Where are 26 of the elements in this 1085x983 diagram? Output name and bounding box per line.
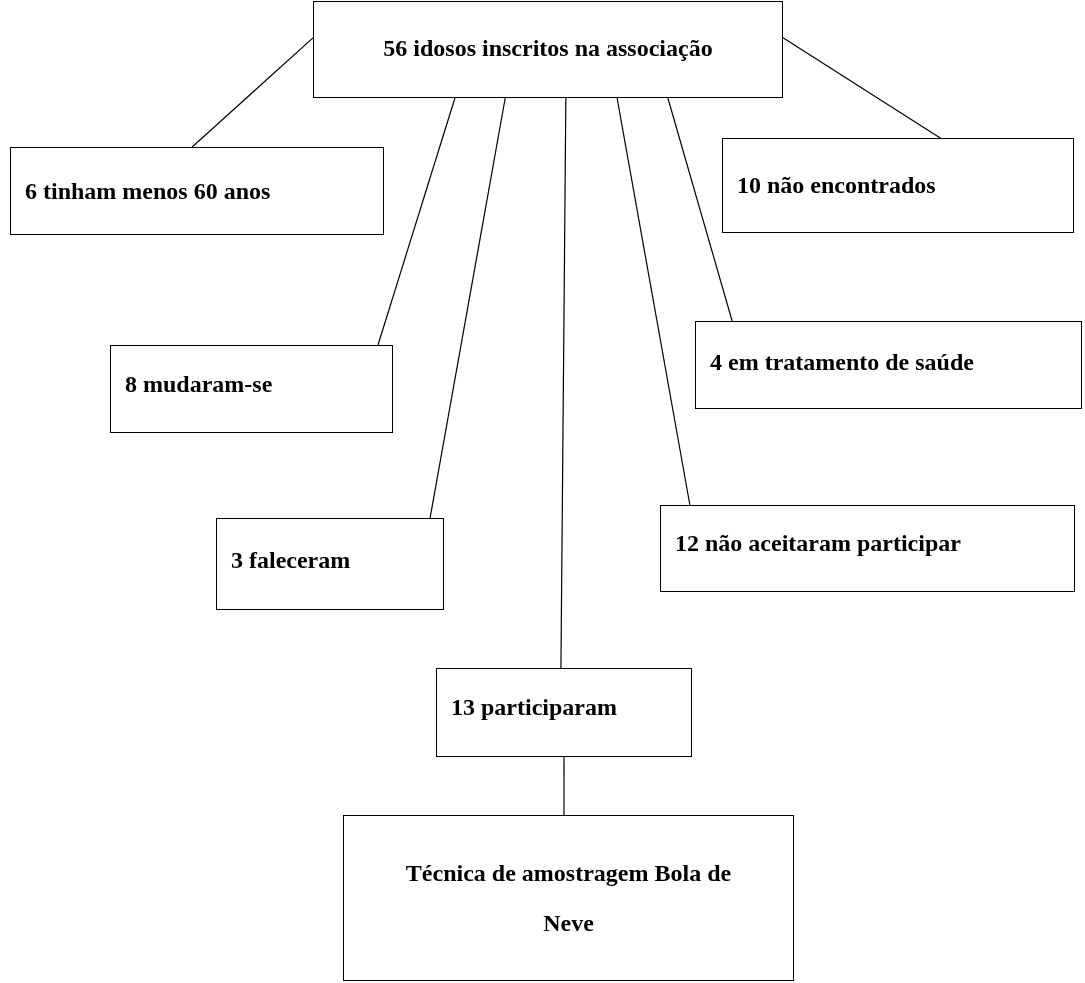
node-label: 12 não aceitaram participar <box>675 529 961 558</box>
node-label: 4 em tratamento de saúde <box>710 348 974 377</box>
text-box <box>695 321 1082 409</box>
text-box <box>722 138 1074 233</box>
text-box <box>660 505 1075 592</box>
connector-line <box>616 97 691 506</box>
node-label: 56 idosos inscritos na associação <box>383 34 713 63</box>
connector-line <box>560 97 567 669</box>
node-label: 6 tinham menos 60 anos <box>25 176 271 206</box>
text-box <box>216 518 444 610</box>
node-label: 10 não encontrados <box>737 171 936 200</box>
text-box <box>343 815 794 981</box>
node-label: 13 participaram <box>451 693 617 722</box>
node-label: Técnica de amostragem Bola de Neve <box>404 858 733 938</box>
connector-line <box>782 37 941 139</box>
node-label: 3 faleceram <box>231 545 351 575</box>
text-box <box>436 668 692 757</box>
node-label: 8 mudaram-se <box>125 369 273 399</box>
connector-line <box>377 97 456 346</box>
connector-line <box>563 756 565 816</box>
connector-line <box>191 37 314 148</box>
connector-line <box>667 97 733 322</box>
text-box <box>313 1 783 98</box>
connector-line <box>429 97 506 519</box>
text-box <box>10 147 384 235</box>
text-box <box>110 345 393 433</box>
